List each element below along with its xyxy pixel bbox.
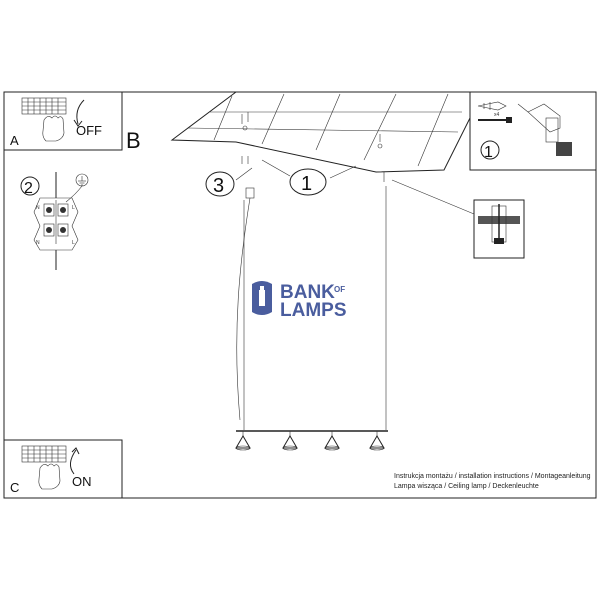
step-2-circle bbox=[20, 176, 40, 196]
lamp-shade-2 bbox=[282, 431, 298, 451]
tools-panel: x4 1 bbox=[469, 91, 597, 171]
pendant-lamp bbox=[235, 186, 388, 451]
tools-box bbox=[469, 91, 597, 171]
logo-of: OF bbox=[334, 285, 345, 294]
curved-arrow-up-icon bbox=[70, 447, 80, 475]
terminal-block-icon bbox=[33, 197, 79, 251]
logo-line1: BANK bbox=[280, 282, 335, 303]
wiring-step: 2 N L N L bbox=[20, 172, 89, 270]
tools-step-number: 1 bbox=[484, 144, 493, 161]
terminal-l-top: L bbox=[72, 205, 75, 211]
hand-icon bbox=[38, 463, 61, 490]
step-1-circle bbox=[289, 168, 327, 196]
fuse-box-icon bbox=[21, 97, 67, 115]
terminal-n-bottom: N bbox=[36, 240, 40, 246]
panel-b-label: B bbox=[126, 128, 141, 153]
power-cable bbox=[236, 197, 251, 421]
terminal-n-top: N bbox=[36, 205, 40, 211]
lamp-shade-4 bbox=[369, 431, 385, 451]
hand-icon bbox=[42, 115, 65, 142]
tool-quantity: x4 bbox=[494, 112, 500, 118]
bank-of-lamps-logo: BANK OF LAMPS bbox=[252, 281, 347, 321]
lighthouse-icon bbox=[252, 281, 272, 315]
step-2-number: 2 bbox=[24, 180, 33, 197]
callout-lines bbox=[235, 159, 475, 215]
logo-line2: LAMPS bbox=[280, 300, 347, 321]
panel-a-power-off: A OFF bbox=[3, 91, 123, 151]
lamp-shade-1 bbox=[235, 431, 251, 451]
step-3-number: 3 bbox=[213, 175, 224, 197]
panel-c-label: C bbox=[10, 480, 19, 495]
step-3-circle bbox=[205, 171, 235, 197]
ceiling-screws bbox=[241, 112, 385, 182]
drill-icon bbox=[517, 103, 572, 156]
switch-off-label: OFF bbox=[76, 123, 102, 138]
ground-wire bbox=[65, 185, 83, 203]
panel-c-power-on: C ON bbox=[3, 439, 123, 499]
ceiling-grid bbox=[170, 91, 471, 173]
panel-a-box bbox=[3, 91, 123, 151]
terminal-l-bottom: L bbox=[72, 240, 75, 246]
switch-on-label: ON bbox=[72, 474, 92, 489]
step-1-number: 1 bbox=[301, 173, 312, 195]
fuse-box-icon bbox=[21, 445, 67, 463]
ceiling-canopy bbox=[245, 187, 255, 199]
screw-icon bbox=[478, 117, 512, 123]
panel-c-box bbox=[3, 439, 123, 499]
caption-instructions: Instrukcja montażu / installation instru… bbox=[394, 473, 591, 480]
panel-a-label: A bbox=[10, 133, 19, 148]
caption-product: Lampa wisząca / Ceiling lamp / Deckenleu… bbox=[394, 483, 539, 490]
wall-plug-icon bbox=[477, 101, 507, 111]
curved-arrow-down-icon bbox=[73, 99, 85, 127]
tools-step-circle bbox=[480, 140, 500, 160]
anchor-detail bbox=[473, 199, 525, 259]
ground-icon bbox=[75, 173, 89, 187]
lamp-shade-3 bbox=[324, 431, 340, 451]
